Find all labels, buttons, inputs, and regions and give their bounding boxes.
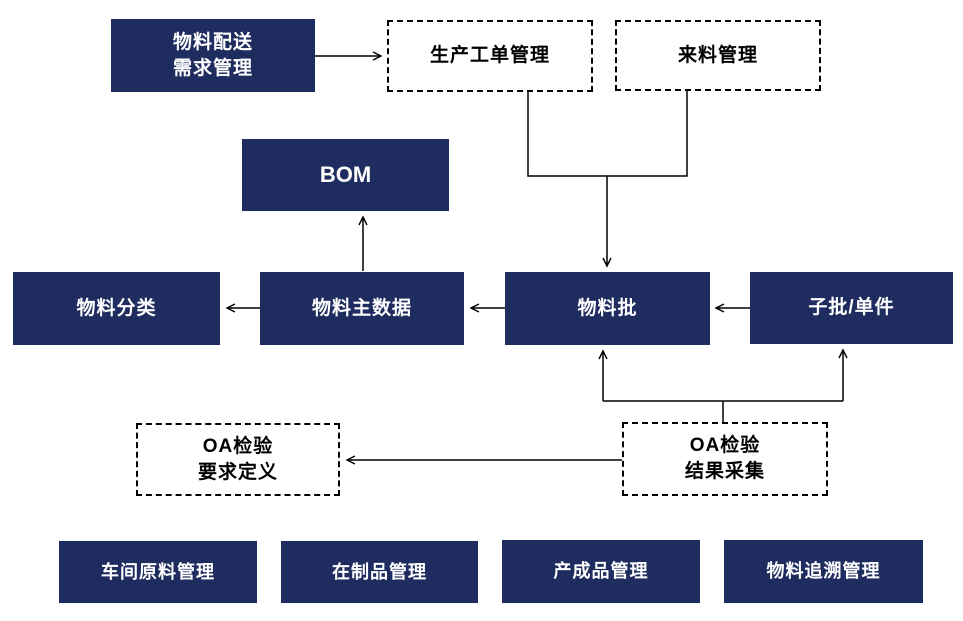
node-qa-result-collection[interactable]: OA检验 结果采集 (622, 422, 828, 496)
node-incoming-material[interactable]: 来料管理 (615, 20, 821, 91)
node-finished-product[interactable]: 产成品管理 (502, 540, 700, 603)
node-label: 产成品管理 (553, 561, 649, 582)
connector-work-order-incoming-join (527, 91, 688, 177)
node-label: 来料管理 (677, 44, 758, 66)
node-bom[interactable]: BOM (242, 139, 449, 211)
node-label: 物料批 (577, 297, 638, 319)
node-material-batch[interactable]: 物料批 (505, 272, 710, 345)
node-label: 结果采集 (684, 461, 765, 482)
node-label: 物料配送 (172, 31, 253, 53)
node-label: 物料分类 (76, 297, 157, 319)
node-label: 车间原料管理 (101, 561, 215, 582)
node-sub-batch-unit[interactable]: 子批/单件 (750, 272, 953, 344)
node-label: 需求管理 (172, 57, 253, 79)
node-material-delivery-demand[interactable]: 物料配送 需求管理 (111, 19, 315, 92)
node-material-master-data[interactable]: 物料主数据 (260, 272, 464, 345)
node-label: 子批/单件 (808, 297, 895, 319)
node-label: 生产工单管理 (429, 45, 550, 67)
node-material-classification[interactable]: 物料分类 (13, 272, 220, 345)
node-label: 物料主数据 (311, 297, 412, 319)
node-label: 要求定义 (197, 461, 278, 483)
connector-result-branch (603, 400, 843, 422)
node-label: OA检验 (202, 435, 274, 457)
node-label: 在制品管理 (332, 561, 427, 582)
node-material-traceability[interactable]: 物料追溯管理 (724, 540, 923, 603)
node-qa-requirement-definition[interactable]: OA检验 要求定义 (136, 423, 340, 496)
node-workshop-raw-material[interactable]: 车间原料管理 (59, 541, 257, 603)
node-production-work-order[interactable]: 生产工单管理 (387, 20, 593, 92)
node-wip-management[interactable]: 在制品管理 (281, 541, 478, 603)
node-label: OA检验 (689, 435, 761, 457)
node-label: BOM (319, 162, 372, 188)
node-label: 物料追溯管理 (766, 561, 881, 582)
